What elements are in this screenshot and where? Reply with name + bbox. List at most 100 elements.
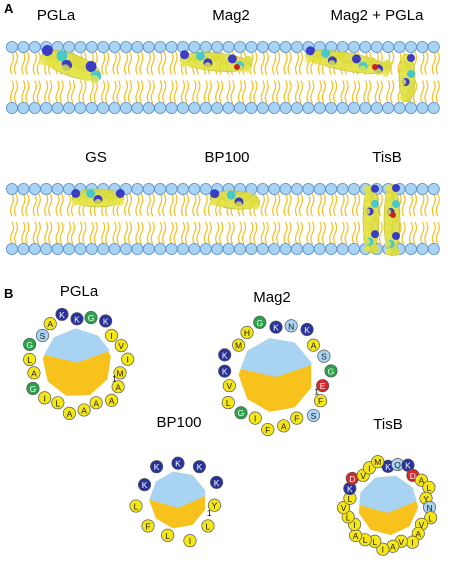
residue-G: G xyxy=(253,315,267,329)
lipid-tail xyxy=(196,221,201,245)
lipid-head xyxy=(268,242,281,255)
residue-letter: I xyxy=(353,520,355,530)
lipid-tail xyxy=(89,221,94,245)
lipid-tail xyxy=(89,80,94,104)
residue-H: H xyxy=(240,325,254,340)
lipid-tail xyxy=(116,221,121,245)
residue-letter: K xyxy=(385,462,391,472)
lipid-head xyxy=(370,102,383,115)
lipid-tail xyxy=(260,51,265,75)
lipid-tail xyxy=(21,51,26,75)
residue-letter: L xyxy=(165,531,170,541)
peptide-pgla xyxy=(39,45,102,84)
lipid-head xyxy=(51,182,64,195)
lipid-head xyxy=(108,102,121,115)
lipid-tail xyxy=(25,221,30,245)
lipid-head xyxy=(416,102,429,115)
residue-Y: Y xyxy=(207,498,221,512)
lipid-tail xyxy=(420,51,425,75)
lipid-head xyxy=(199,182,212,195)
lipid-tail xyxy=(169,221,174,245)
lipid-head xyxy=(6,242,18,255)
residue-letter: A xyxy=(81,405,87,415)
lipid-tail xyxy=(158,221,163,245)
lipid-head xyxy=(416,41,429,54)
lipid-head xyxy=(268,102,281,115)
residue-K: K xyxy=(300,322,314,337)
residue-G: G xyxy=(324,364,338,378)
lipid-head xyxy=(17,41,30,54)
lipid-tail xyxy=(25,51,30,75)
lipid-tail xyxy=(294,193,300,217)
lipid-tail xyxy=(116,80,121,104)
lipid-tail xyxy=(306,80,311,104)
lipid-tail xyxy=(184,193,190,217)
lipid-tail xyxy=(203,80,208,104)
lipid-head xyxy=(256,182,269,195)
lipid-tail xyxy=(32,193,37,217)
residue-A: A xyxy=(77,403,91,417)
peptide-mag2-pgla xyxy=(305,46,392,77)
lipid-tail xyxy=(127,221,133,245)
lipid-tail xyxy=(135,51,140,75)
lipid-tail xyxy=(139,193,144,217)
lipid-head xyxy=(416,182,429,195)
wheel-title-bp100: BP100 xyxy=(156,414,201,431)
lipid-tail xyxy=(135,221,140,245)
residue-letter: S xyxy=(40,331,46,341)
residue-letter: A xyxy=(47,319,53,329)
lipid-tail xyxy=(105,51,110,75)
lipid-tail xyxy=(150,193,155,217)
lipid-tail xyxy=(9,51,15,75)
polar-face xyxy=(44,328,110,363)
residue-letter: K xyxy=(197,462,203,472)
residue-letter: L xyxy=(226,398,231,408)
lipid-tail xyxy=(48,80,53,104)
lipid-tail xyxy=(340,80,345,104)
lipid-tail xyxy=(329,80,334,104)
lipid-head xyxy=(40,102,53,115)
residue-S: S xyxy=(317,349,331,363)
lipid-tail xyxy=(70,221,76,245)
residue-L: L xyxy=(23,352,37,366)
lipid-head xyxy=(268,182,281,195)
lipid-tail xyxy=(25,80,30,104)
lipid-tail xyxy=(378,221,383,245)
wheel-title-tisb: TisB xyxy=(373,416,402,433)
lipid-head xyxy=(393,102,406,115)
lipid-tail xyxy=(249,80,254,104)
residue-letter: A xyxy=(353,531,359,541)
lipid-head xyxy=(120,242,133,255)
residue-K: K xyxy=(150,460,164,474)
lipid-tail xyxy=(408,221,414,245)
lipid-tail xyxy=(420,193,425,217)
lipid-head xyxy=(359,41,372,54)
lipid-tail xyxy=(158,193,163,217)
lipid-head xyxy=(142,182,155,195)
lipid-tail xyxy=(287,221,292,245)
lipid-head xyxy=(154,182,167,195)
polar-face xyxy=(240,338,312,378)
lipid-tail xyxy=(150,80,155,104)
lipid-tail xyxy=(306,221,311,245)
residue-letter: I xyxy=(127,355,129,365)
lipid-head xyxy=(290,41,303,54)
lipid-head xyxy=(404,182,417,195)
lipid-head xyxy=(279,102,292,115)
lipid-head xyxy=(256,41,269,54)
lipid-head xyxy=(120,102,133,115)
lipid-tail xyxy=(127,51,133,75)
lipid-head xyxy=(347,102,360,115)
lipid-tail xyxy=(401,221,406,245)
lipid-tail xyxy=(412,193,418,217)
lipid-tail xyxy=(333,193,338,217)
residue-letter: A xyxy=(109,396,115,406)
peptide-gs xyxy=(71,188,125,208)
lipid-tail xyxy=(424,221,429,245)
residue-V: V xyxy=(337,501,351,515)
residue-letter: F xyxy=(145,521,150,531)
polar-face xyxy=(359,475,417,513)
residue-K: K xyxy=(218,348,232,362)
residue-V: V xyxy=(114,339,128,353)
